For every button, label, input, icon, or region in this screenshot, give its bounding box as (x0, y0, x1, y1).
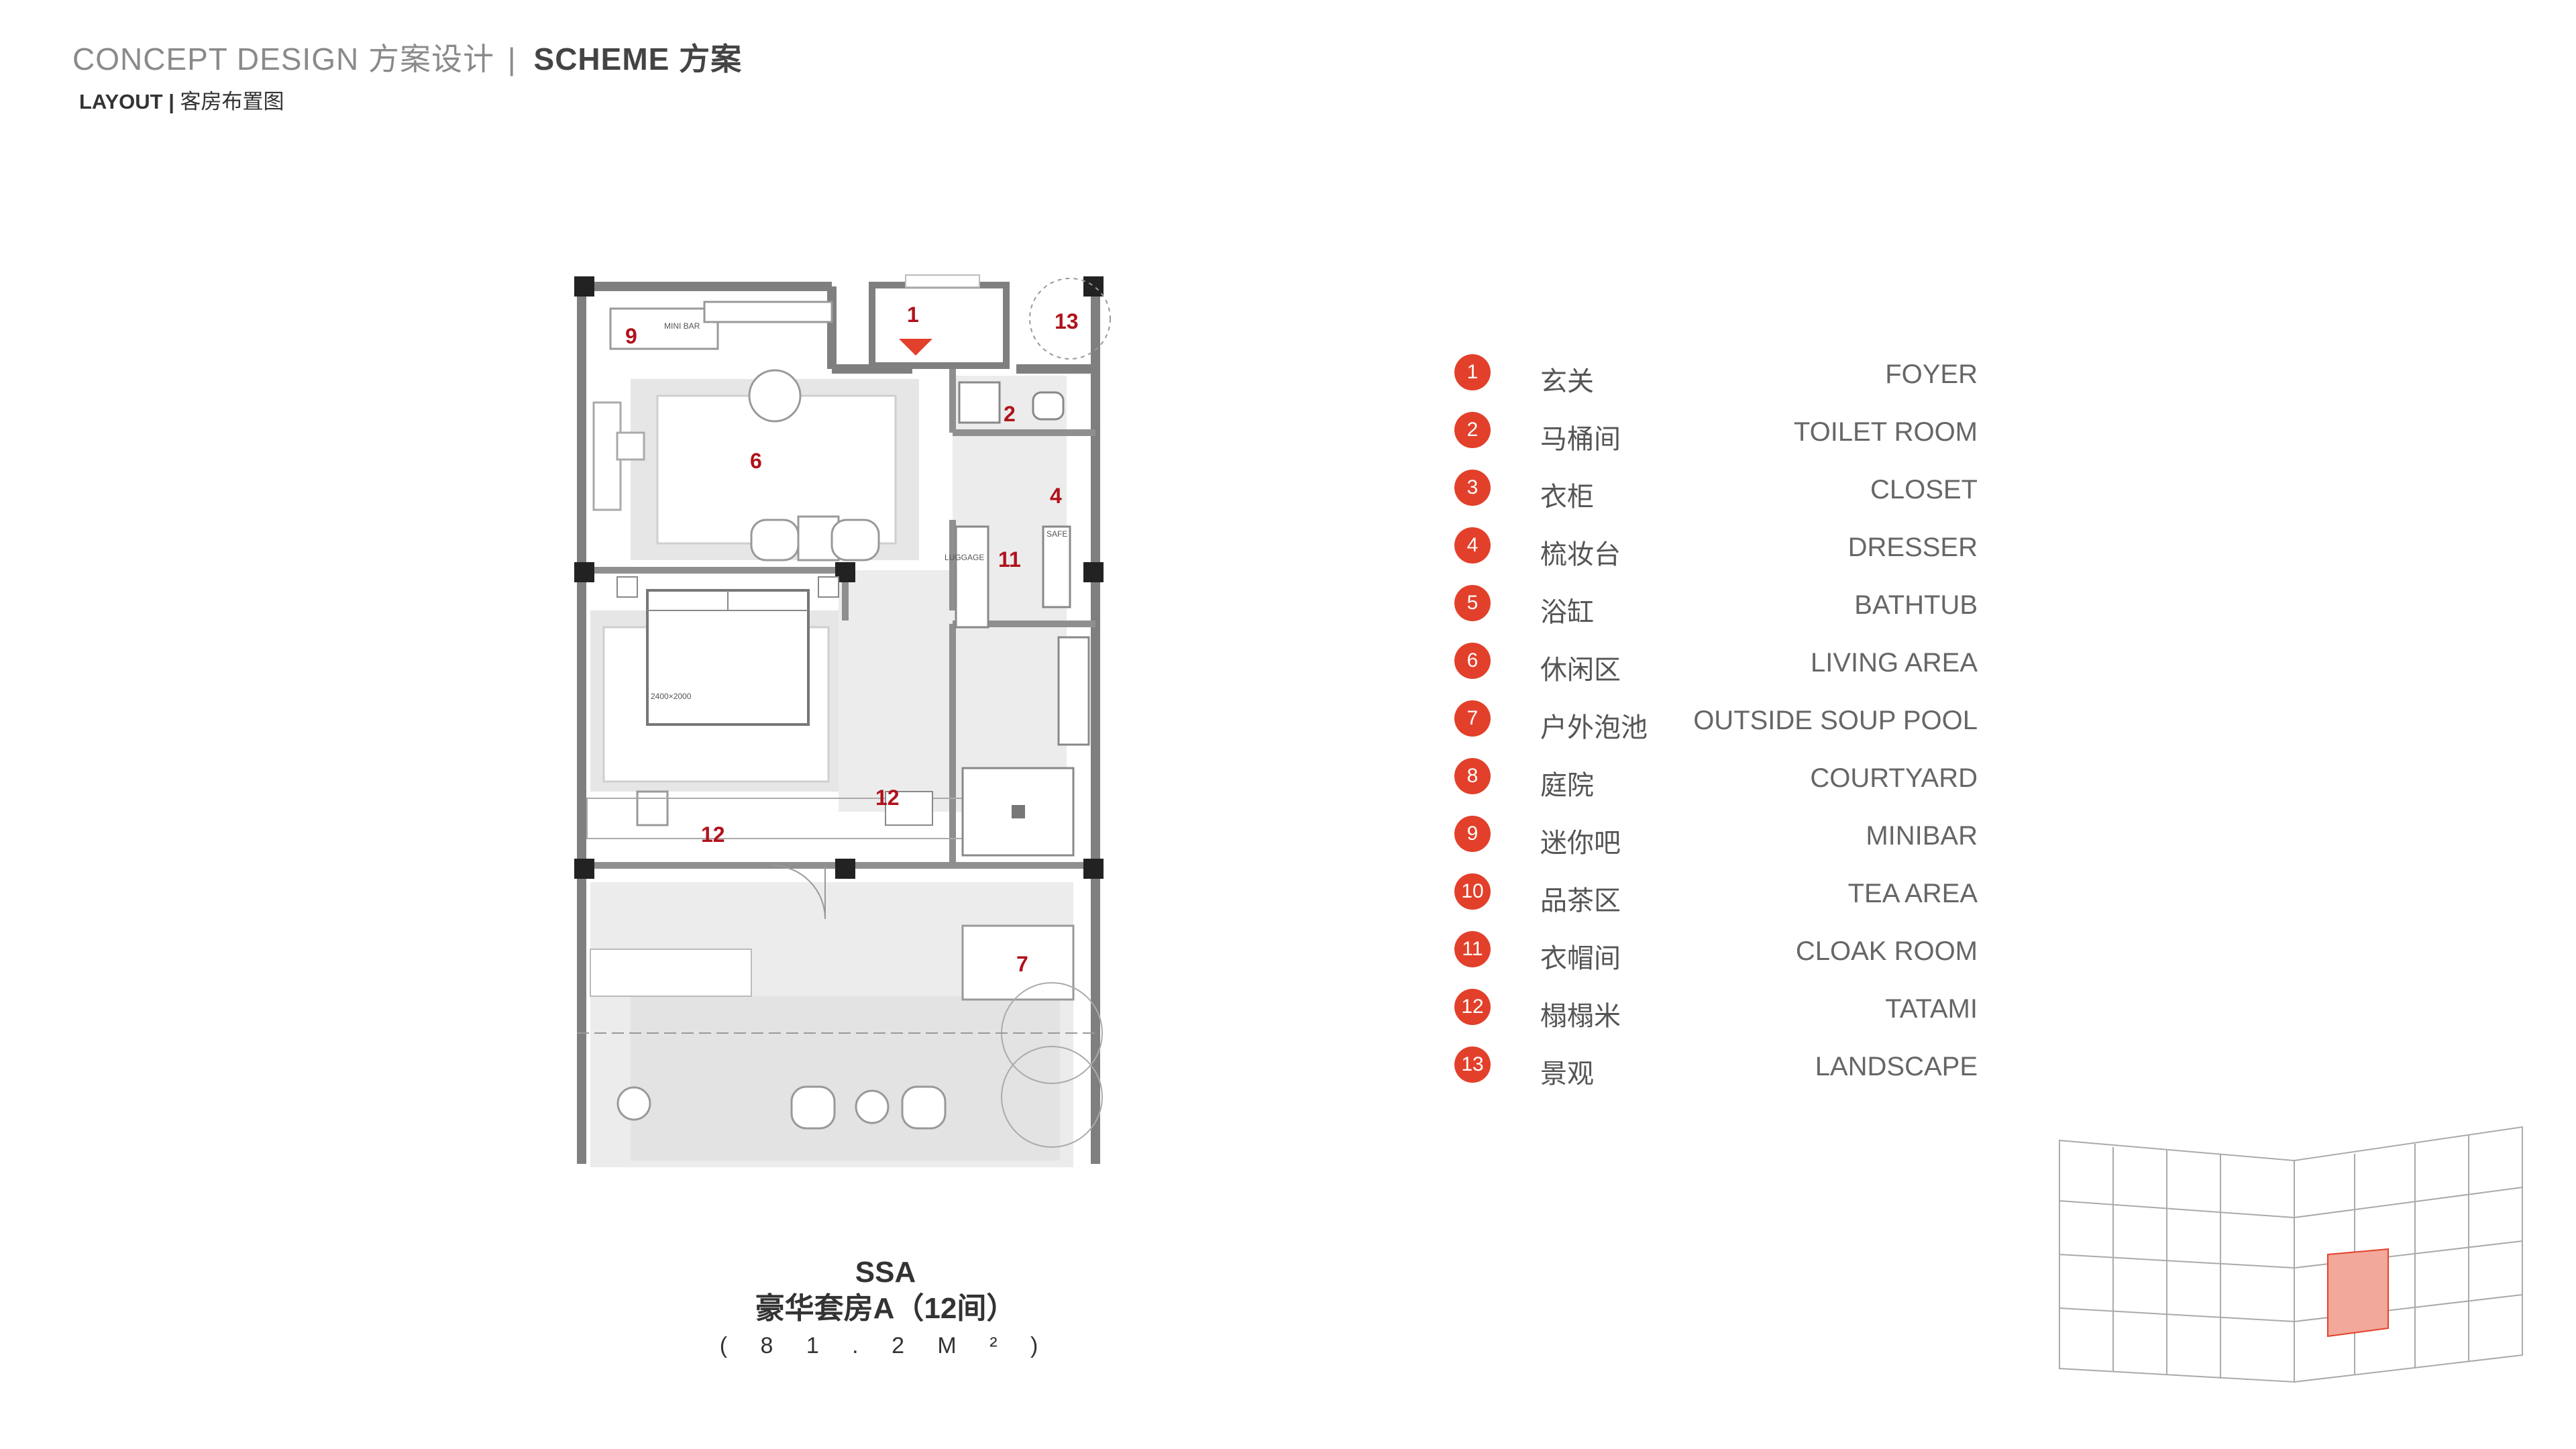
structural-columns (574, 276, 1104, 879)
legend-label-zh: 户外泡池 (1540, 713, 1648, 743)
room-label-toilet: 2 (1004, 402, 1016, 426)
room-caption: SSA 豪华套房A（12间） ( 8 1 . 2 M ² ) (711, 1254, 1060, 1362)
legend-label-zh: 衣柜 (1540, 482, 1594, 512)
room-area: ( 8 1 . 2 M ² ) (719, 1333, 1052, 1358)
room-label-cloak: 11 (998, 547, 1021, 572)
legend-label-en: CLOSET (1870, 475, 1978, 504)
legend-label-en: LANDSCAPE (1815, 1052, 1978, 1081)
layout-label-zh: 客房布置图 (180, 90, 284, 113)
scheme-title-zh: 方案 (679, 42, 743, 76)
page-header: CONCEPT DESIGN 方案设计 | SCHEME 方案 LAYOUT |… (72, 35, 742, 115)
luggage-tag: LUGGAGE (945, 553, 984, 562)
legend-item: 1 玄关 FOYER (1454, 350, 1978, 408)
legend-number-badge: 5 (1454, 585, 1491, 621)
scheme-title-en: SCHEME (533, 42, 670, 76)
legend-item: 10 品茶区 TEA AREA (1454, 869, 1978, 927)
room-legend: 1 玄关 FOYER 2 马桶间 TOILET ROOM 3 衣柜 CLOSET 4 梳妆台 DRES… (1454, 350, 1978, 1100)
floor-plan: MINI BAR SAFE LUGGAGE 2400×2000 1 2 4 6 … (574, 274, 1111, 1167)
room-label-tatami-b: 12 (701, 822, 725, 847)
room-label-tatami-a: 12 (875, 786, 900, 810)
page-title: CONCEPT DESIGN 方案设计 | SCHEME 方案 (72, 35, 742, 79)
minibar-tag: MINI BAR (664, 321, 700, 331)
unit-highlight (2327, 1248, 2389, 1338)
entry-arrow-icon (899, 339, 932, 356)
room-label-foyer: 1 (907, 303, 919, 327)
room-label-pool: 7 (1016, 952, 1028, 976)
legend-number-badge: 9 (1454, 816, 1491, 852)
legend-number-badge: 10 (1454, 873, 1491, 910)
legend-label-zh: 浴缸 (1540, 598, 1594, 627)
legend-item: 8 庭院 COURTYARD (1454, 754, 1978, 812)
layout-label-en: LAYOUT (79, 90, 163, 113)
concept-title-zh: 方案设计 (368, 42, 494, 76)
legend-item: 13 景观 LANDSCAPE (1454, 1042, 1978, 1100)
room-label-living: 6 (750, 449, 762, 473)
legend-label-zh: 马桶间 (1540, 425, 1621, 454)
legend-item: 12 榻榻米 TATAMI (1454, 985, 1978, 1042)
legend-item: 7 户外泡池 OUTSIDE SOUP POOL (1454, 696, 1978, 754)
page-subtitle: LAYOUT | 客房布置图 (79, 85, 742, 115)
title-separator: | (507, 42, 517, 76)
legend-label-en: FOYER (1885, 360, 1978, 389)
legend-label-en: TATAMI (1885, 994, 1978, 1024)
legend-number-badge: 11 (1454, 931, 1491, 967)
legend-number-badge: 4 (1454, 527, 1491, 564)
bed-dim-tag: 2400×2000 (651, 692, 692, 701)
outdoor-pool (961, 924, 1075, 1001)
room-label-minibar: 9 (625, 324, 637, 348)
legend-number-badge: 12 (1454, 989, 1491, 1025)
legend-number-badge: 6 (1454, 643, 1491, 679)
minibar-counter (609, 307, 719, 350)
legend-label-zh: 梳妆台 (1540, 540, 1621, 570)
legend-label-zh: 景观 (1540, 1059, 1594, 1089)
legend-label-en: TOILET ROOM (1793, 417, 1978, 447)
legend-label-zh: 庭院 (1540, 771, 1594, 800)
exterior-walls (577, 282, 1100, 1164)
bed (646, 589, 810, 726)
toilet-icon (958, 381, 1001, 424)
room-code: SSA (855, 1256, 916, 1289)
legend-item: 6 休闲区 LIVING AREA (1454, 639, 1978, 696)
legend-item: 11 衣帽间 CLOAK ROOM (1454, 927, 1978, 985)
courtyard-deck (631, 996, 1060, 1161)
safe-tag: SAFE (1046, 529, 1067, 539)
room-name: 豪华套房A（12间） (755, 1292, 1016, 1325)
legend-label-en: DRESSER (1847, 533, 1978, 562)
legend-item: 2 马桶间 TOILET ROOM (1454, 408, 1978, 466)
legend-number-badge: 7 (1454, 700, 1491, 737)
legend-label-en: MINIBAR (1866, 821, 1978, 851)
legend-label-en: OUTSIDE SOUP POOL (1693, 706, 1978, 735)
legend-label-en: BATHTUB (1854, 590, 1978, 620)
legend-label-zh: 玄关 (1540, 367, 1594, 396)
layout-separator: | (168, 90, 174, 113)
wardrobe (955, 525, 989, 629)
room-label-landscape: 13 (1055, 309, 1079, 333)
legend-label-en: CLOAK ROOM (1795, 936, 1978, 966)
room-label-dresser: 4 (1050, 484, 1062, 508)
legend-label-en: TEA AREA (1847, 879, 1978, 908)
legend-number-badge: 3 (1454, 470, 1491, 506)
vanity (1057, 636, 1090, 746)
legend-label-en: LIVING AREA (1811, 648, 1978, 678)
legend-item: 5 浴缸 BATHTUB (1454, 581, 1978, 639)
landscape-tree-icon (1029, 278, 1111, 360)
legend-label-zh: 迷你吧 (1540, 828, 1621, 858)
legend-number-badge: 1 (1454, 354, 1491, 390)
legend-number-badge: 2 (1454, 412, 1491, 448)
key-plan (2059, 1126, 2523, 1383)
legend-item: 4 梳妆台 DRESSER (1454, 523, 1978, 581)
legend-number-badge: 8 (1454, 758, 1491, 794)
legend-label-zh: 榻榻米 (1540, 1002, 1621, 1031)
legend-label-zh: 衣帽间 (1540, 944, 1621, 973)
concept-title-en: CONCEPT DESIGN (72, 42, 360, 76)
legend-label-zh: 休闲区 (1540, 655, 1621, 685)
legend-item: 9 迷你吧 MINIBAR (1454, 812, 1978, 869)
legend-number-badge: 13 (1454, 1046, 1491, 1083)
round-table (748, 369, 802, 423)
legend-label-zh: 品茶区 (1540, 886, 1621, 916)
legend-item: 3 衣柜 CLOSET (1454, 466, 1978, 523)
legend-label-en: COURTYARD (1810, 763, 1978, 793)
